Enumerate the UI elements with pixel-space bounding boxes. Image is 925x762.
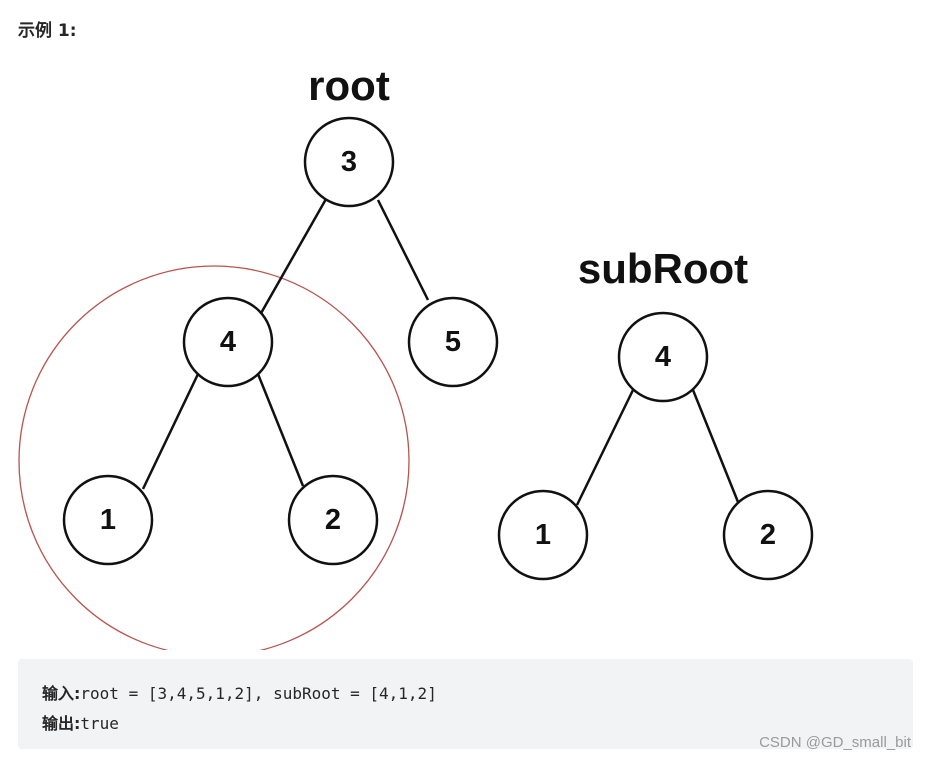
tree-node: 4 [617, 311, 709, 403]
tree-node: 2 [287, 474, 379, 566]
node-value: 2 [760, 519, 776, 551]
tree-edge [256, 373, 305, 487]
output-value: true [80, 714, 119, 733]
tree-node: 4 [182, 296, 274, 388]
tree-edge [258, 191, 332, 316]
tree-node: 1 [497, 489, 589, 581]
node-value: 2 [325, 504, 341, 536]
node-value: 3 [341, 146, 357, 178]
node-value: 1 [100, 504, 116, 536]
tree-node: 2 [722, 489, 814, 581]
input-line: 输入:root = [3,4,5,1,2], subRoot = [4,1,2] [42, 680, 437, 704]
tree-edge [376, 199, 430, 301]
tree-node: 5 [407, 296, 499, 388]
tree-node: 3 [303, 116, 395, 208]
tree-edge [691, 389, 740, 503]
node-value: 5 [445, 326, 461, 358]
output-label: 输出: [42, 714, 81, 733]
root-tree-label: root [308, 62, 390, 109]
example-code-block: 输入:root = [3,4,5,1,2], subRoot = [4,1,2]… [18, 659, 913, 749]
node-value: 4 [220, 326, 236, 358]
tree-edge [141, 373, 200, 490]
subtree-highlight-circle [18, 265, 410, 650]
subroot-tree-label: subRoot [578, 245, 748, 292]
tree-diagram: root 3 4 5 1 2 subRoot 4 1 2 [18, 62, 814, 650]
output-line: 输出:true [42, 710, 119, 734]
tree-node: 1 [62, 474, 154, 566]
node-value: 1 [535, 519, 551, 551]
example-heading: 示例 1: [18, 21, 77, 41]
watermark: CSDN @GD_small_bit [759, 734, 911, 751]
tree-edge [575, 389, 635, 506]
input-value: root = [3,4,5,1,2], subRoot = [4,1,2] [80, 684, 437, 703]
input-label: 输入: [42, 684, 81, 703]
node-value: 4 [655, 341, 671, 373]
